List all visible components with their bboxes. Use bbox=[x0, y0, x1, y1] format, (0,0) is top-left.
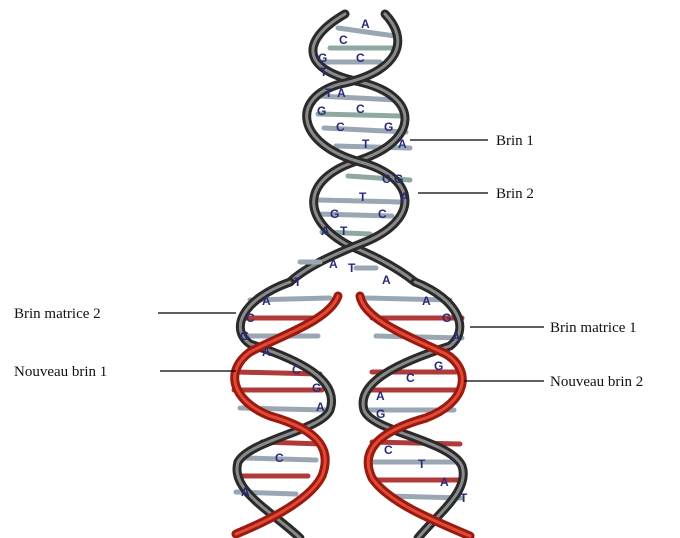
base-letter: T bbox=[362, 137, 370, 151]
base-letter: T bbox=[348, 261, 356, 275]
label-brin-matrice-2: Brin matrice 2 bbox=[14, 306, 101, 322]
base-letter: G bbox=[376, 407, 385, 421]
base-letter: C bbox=[384, 443, 393, 457]
base-letter: C bbox=[339, 33, 348, 47]
base-letter: C bbox=[336, 120, 345, 134]
base-letter: A bbox=[400, 190, 409, 204]
base-letter: A bbox=[398, 137, 407, 151]
label-brin-1: Brin 1 bbox=[496, 133, 534, 149]
base-letter: C bbox=[275, 451, 284, 465]
base-letter: A bbox=[262, 345, 271, 359]
base-letter: A bbox=[440, 475, 449, 489]
base-letter: G bbox=[317, 104, 326, 118]
base-letter: C bbox=[382, 172, 391, 186]
base-letter: G bbox=[240, 329, 249, 343]
base-letter: G bbox=[312, 381, 321, 395]
base-letter: C bbox=[356, 102, 365, 116]
base-letter: A bbox=[262, 294, 271, 308]
base-letter: G bbox=[434, 359, 443, 373]
base-letter: A bbox=[321, 224, 330, 238]
base-letter: T bbox=[320, 65, 328, 79]
base-letter: C bbox=[356, 51, 365, 65]
base-letter: G bbox=[442, 311, 451, 325]
base-letter: A bbox=[337, 86, 346, 100]
base-letter: T bbox=[294, 275, 302, 289]
base-letter: C bbox=[378, 207, 387, 221]
base-letter: T bbox=[460, 491, 468, 505]
label-brin-matrice-1: Brin matrice 1 bbox=[550, 320, 637, 336]
label-nouveau-brin-2: Nouveau brin 2 bbox=[550, 374, 643, 390]
base-letter: A bbox=[316, 400, 325, 414]
base-letter: C bbox=[406, 371, 415, 385]
base-letter: T bbox=[325, 86, 333, 100]
base-letter: A bbox=[241, 485, 250, 499]
base-letter: A bbox=[376, 389, 385, 403]
label-nouveau-brin-1: Nouveau brin 1 bbox=[14, 364, 107, 380]
label-brin-2: Brin 2 bbox=[496, 186, 534, 202]
base-letter: C bbox=[292, 363, 301, 377]
base-letter: T bbox=[418, 457, 426, 471]
base-letter: G bbox=[318, 51, 327, 65]
base-letter: A bbox=[329, 257, 338, 271]
base-letter: A bbox=[361, 17, 370, 31]
base-letter: A bbox=[422, 294, 431, 308]
base-letter: G bbox=[394, 172, 403, 186]
base-letter: G bbox=[384, 120, 393, 134]
base-letter: A bbox=[382, 273, 391, 287]
base-letter: A bbox=[452, 330, 461, 344]
base-letter: G bbox=[330, 207, 339, 221]
base-letter: T bbox=[340, 224, 348, 238]
base-letter: T bbox=[359, 190, 367, 204]
base-letter: C bbox=[246, 311, 255, 325]
